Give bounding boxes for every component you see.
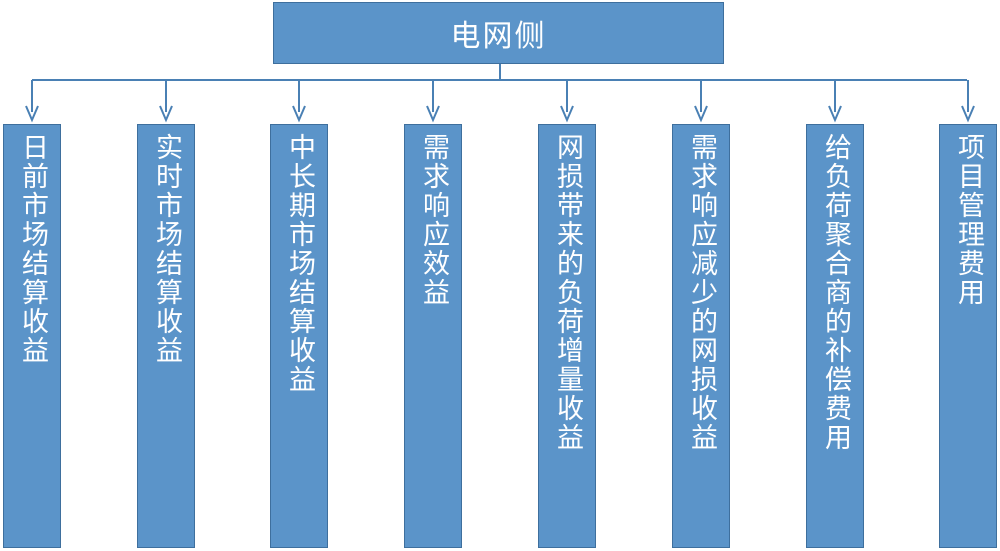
child-node-day-ahead: 日前市场结算收益	[3, 124, 61, 548]
arrow-head-icon	[828, 105, 842, 123]
root-node: 电网侧	[273, 2, 724, 64]
child-node-project-management: 项目管理费用	[939, 124, 997, 548]
child-node-label: 项目管理费用	[953, 133, 984, 307]
arrow-head-icon	[426, 105, 440, 123]
arrow-head-icon	[292, 105, 306, 123]
child-node-mid-long-term: 中长期市场结算收益	[270, 124, 328, 548]
child-node-label: 需求响应效益	[418, 133, 449, 307]
child-node-loss-load-increment: 网损带来的负荷增量收益	[538, 124, 596, 548]
child-node-real-time: 实时市场结算收益	[137, 124, 195, 548]
child-node-label: 需求响应减少的网损收益	[686, 133, 717, 452]
child-node-label: 实时市场结算收益	[151, 133, 182, 365]
root-node-label: 电网侧	[450, 19, 547, 54]
child-node-label: 日前市场结算收益	[17, 133, 48, 365]
child-node-aggregator-compensation: 给负荷聚合商的补偿费用	[806, 124, 864, 548]
arrow-head-icon	[159, 105, 173, 123]
arrow-head-icon	[25, 105, 39, 123]
child-node-label: 网损带来的负荷增量收益	[552, 133, 583, 452]
child-node-label: 给负荷聚合商的补偿费用	[820, 133, 851, 452]
child-node-label: 中长期市场结算收益	[284, 133, 315, 394]
arrow-head-icon	[961, 105, 975, 123]
child-node-loss-reduction: 需求响应减少的网损收益	[672, 124, 730, 548]
arrow-head-icon	[560, 105, 574, 123]
arrow-head-icon	[694, 105, 708, 123]
child-node-demand-response: 需求响应效益	[404, 124, 462, 548]
